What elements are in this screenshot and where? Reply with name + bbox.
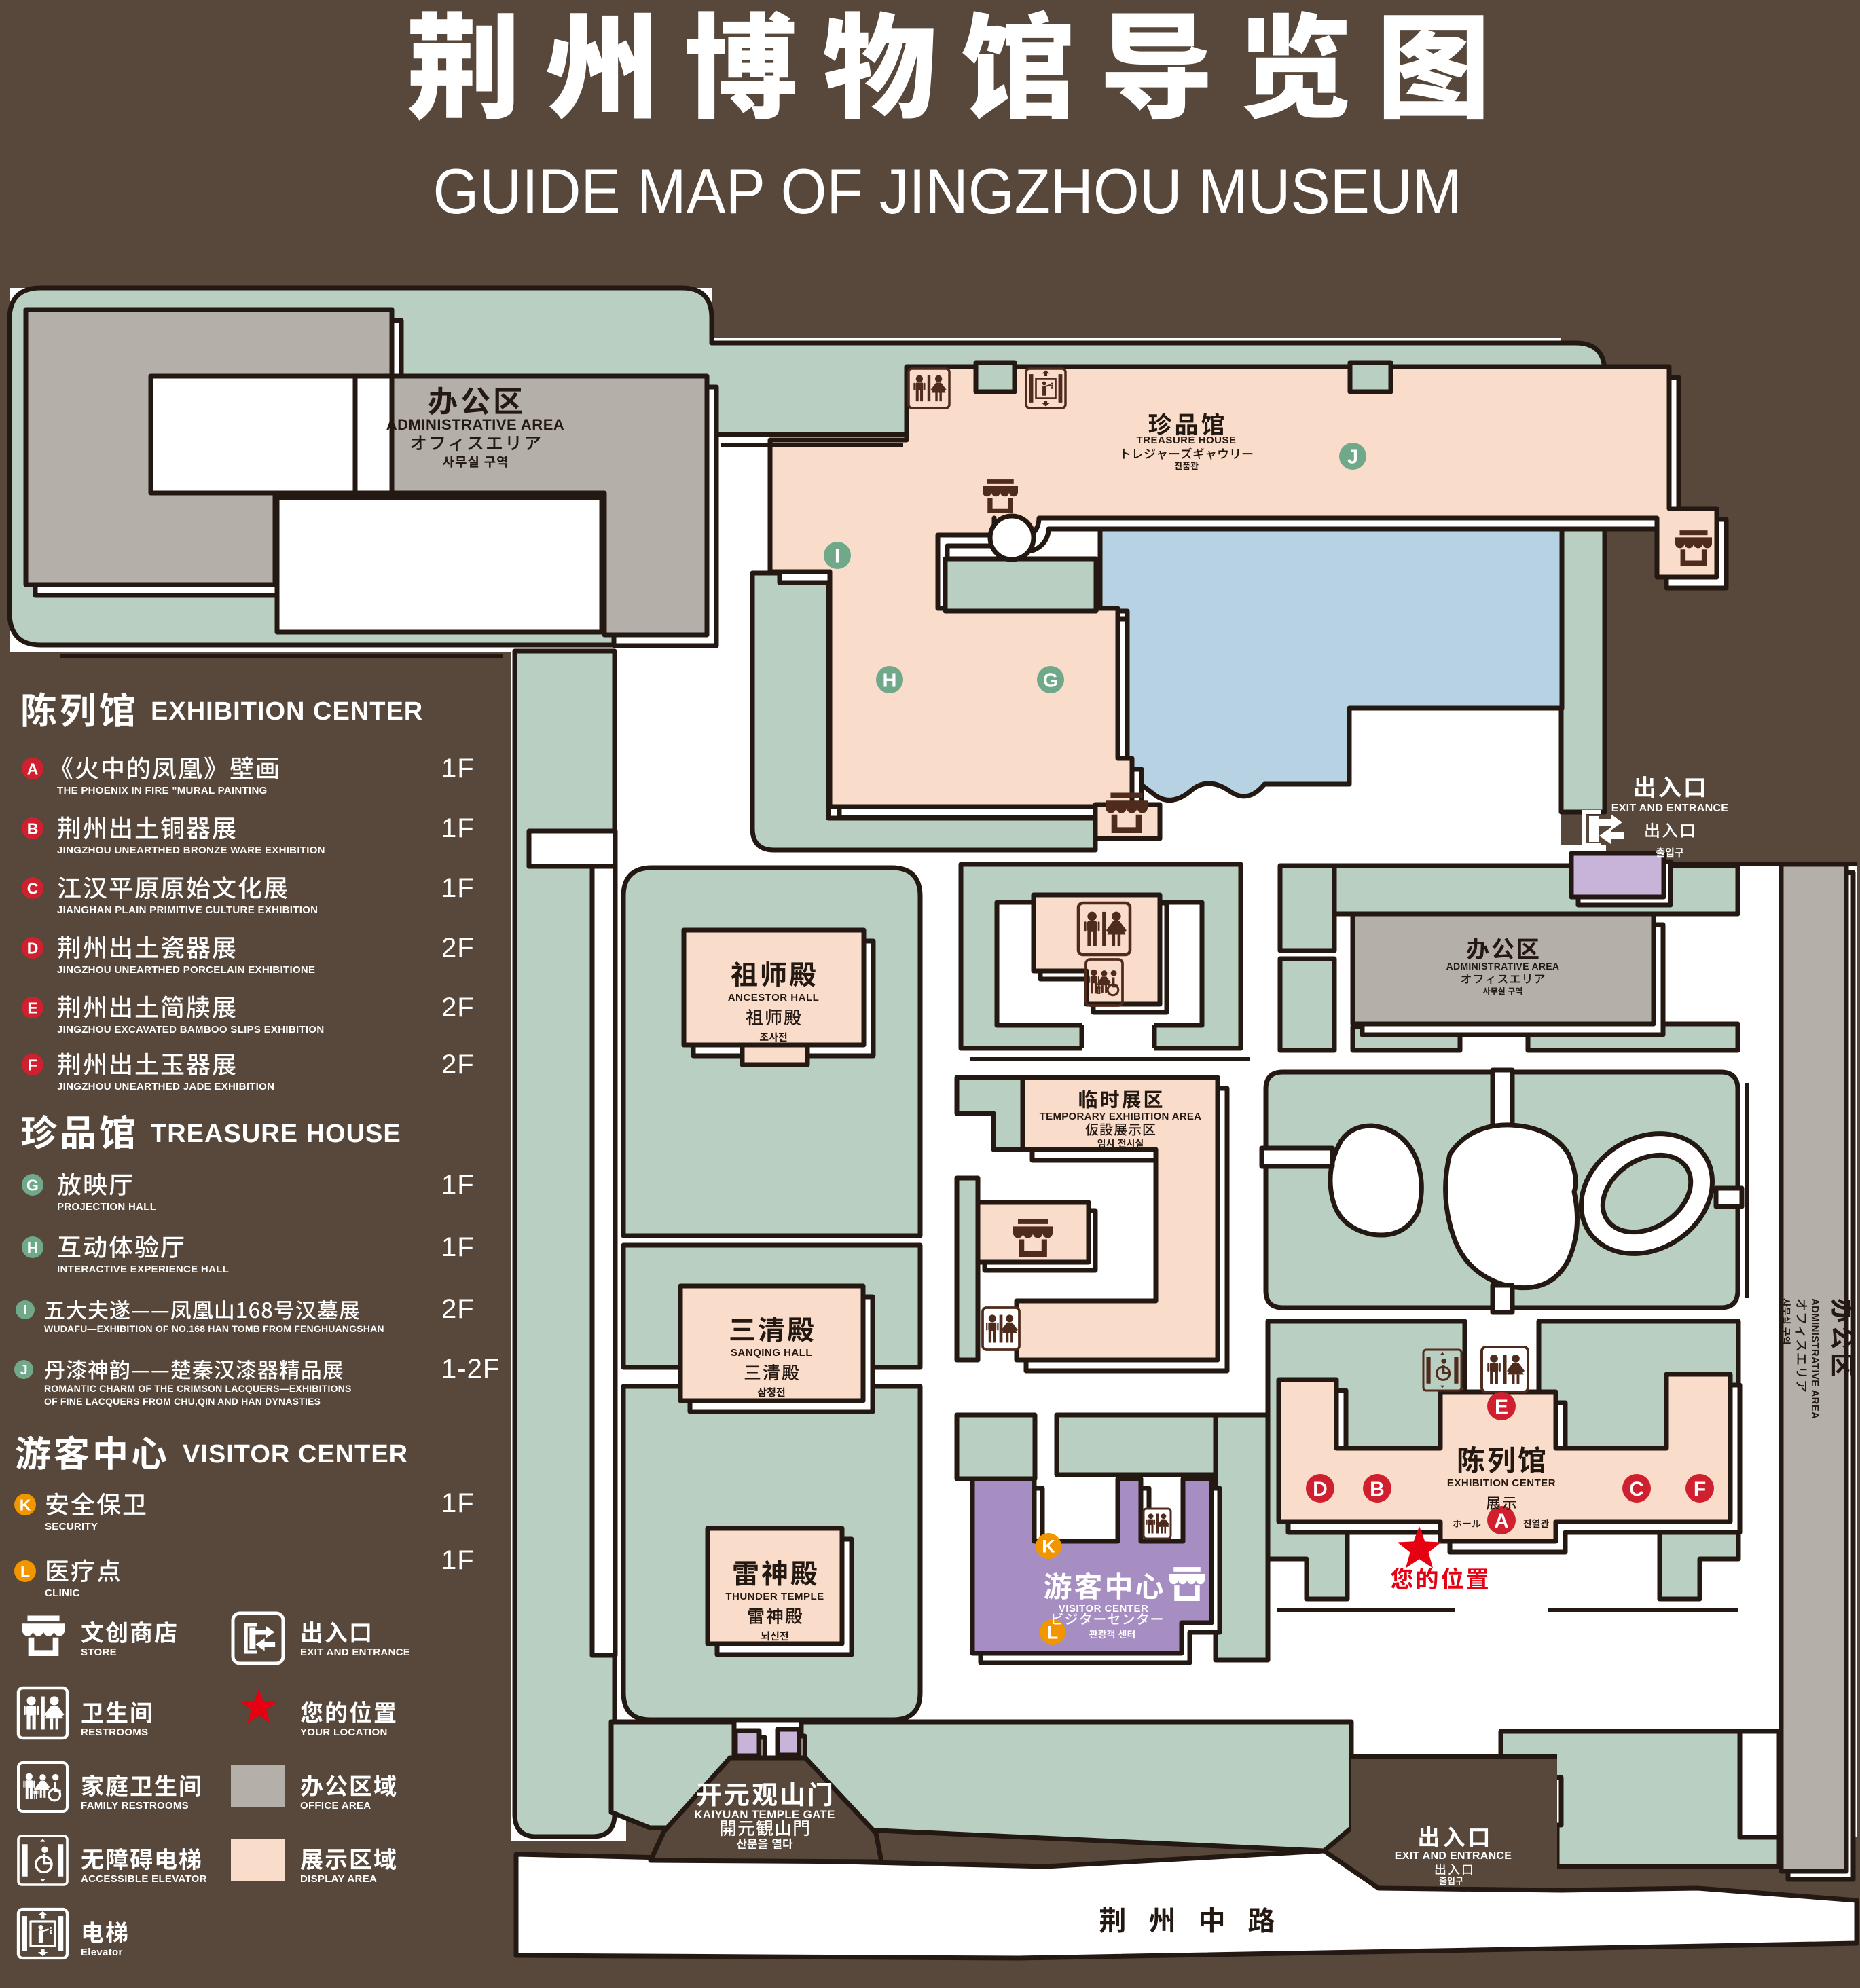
svg-text:CLINIC: CLINIC	[45, 1587, 80, 1599]
svg-text:2F: 2F	[441, 1294, 475, 1324]
svg-text:KAIYUAN TEMPLE GATE: KAIYUAN TEMPLE GATE	[694, 1808, 835, 1821]
svg-text:GUIDE MAP OF JINGZHOU MUSEUM: GUIDE MAP OF JINGZHOU MUSEUM	[433, 155, 1462, 227]
svg-text:B: B	[1370, 1478, 1385, 1501]
svg-text:THE PHOENIX IN FIRE "MURAL PAI: THE PHOENIX IN FIRE "MURAL PAINTING	[57, 785, 268, 796]
svg-text:1F: 1F	[441, 1232, 475, 1262]
svg-text:EXIT AND ENTRANCE: EXIT AND ENTRANCE	[1611, 803, 1729, 814]
svg-text:G: G	[26, 1176, 39, 1194]
svg-text:2F: 2F	[441, 1050, 475, 1080]
svg-text:E: E	[27, 999, 37, 1016]
svg-text:I: I	[835, 545, 840, 567]
svg-text:H: H	[27, 1238, 39, 1256]
svg-text:TREASURE HOUSE: TREASURE HOUSE	[1136, 435, 1236, 446]
svg-text:THUNDER TEMPLE: THUNDER TEMPLE	[725, 1591, 824, 1602]
svg-text:SANQING HALL: SANQING HALL	[731, 1347, 812, 1359]
svg-text:L: L	[1047, 1623, 1059, 1643]
svg-text:JINGZHOU UNEARTHED JADE EXHIBI: JINGZHOU UNEARTHED JADE EXHIBITION	[57, 1081, 274, 1092]
svg-text:TEMPORARY EXHIBITION AREA: TEMPORARY EXHIBITION AREA	[1040, 1111, 1202, 1122]
svg-text:EXHIBITION CENTER: EXHIBITION CENTER	[1447, 1477, 1556, 1489]
svg-text:ADMINISTRATIVE AREA: ADMINISTRATIVE AREA	[386, 416, 565, 433]
svg-text:J: J	[1347, 446, 1358, 468]
svg-text:PROJECTION HALL: PROJECTION HALL	[57, 1201, 156, 1213]
svg-text:OFFICE AREA: OFFICE AREA	[300, 1800, 371, 1811]
svg-text:Elevator: Elevator	[81, 1947, 123, 1958]
svg-text:YOUR LOCATION: YOUR LOCATION	[300, 1727, 388, 1738]
svg-text:I: I	[23, 1303, 27, 1318]
svg-text:D: D	[27, 939, 39, 957]
svg-text:RESTROOMS: RESTROOMS	[81, 1727, 148, 1738]
svg-text:1F: 1F	[441, 1170, 475, 1200]
svg-text:B: B	[27, 820, 39, 837]
svg-text:E: E	[1495, 1396, 1508, 1418]
svg-text:EXIT AND ENTRANCE: EXIT AND ENTRANCE	[300, 1646, 410, 1658]
svg-text:C: C	[27, 879, 39, 897]
svg-text:K: K	[1042, 1536, 1055, 1557]
svg-text:JINGZHOU UNEARTHED BRONZE WARE: JINGZHOU UNEARTHED BRONZE WARE EXHIBITIO…	[57, 845, 325, 856]
svg-text:JINGZHOU EXCAVATED BAMBOO SLIP: JINGZHOU EXCAVATED BAMBOO SLIPS EXHIBITI…	[57, 1024, 324, 1035]
svg-text:2F: 2F	[441, 933, 475, 963]
svg-text:EXIT AND ENTRANCE: EXIT AND ENTRANCE	[1395, 1850, 1512, 1862]
svg-text:D: D	[1313, 1478, 1328, 1501]
svg-text:ANCESTOR HALL: ANCESTOR HALL	[728, 992, 820, 1004]
svg-text:2F: 2F	[441, 993, 475, 1023]
svg-text:K: K	[20, 1496, 31, 1513]
svg-text:DISPLAY AREA: DISPLAY AREA	[300, 1873, 377, 1885]
svg-text:H: H	[883, 669, 897, 691]
svg-text:WUDAFU—EXHIBITION OF NO.168 HA: WUDAFU—EXHIBITION OF NO.168 HAN TOMB FRO…	[44, 1323, 384, 1334]
svg-text:1F: 1F	[441, 1488, 475, 1518]
svg-text:OF FINE LACQUERS FROM CHU,QIN: OF FINE LACQUERS FROM CHU,QIN AND HAN DY…	[44, 1396, 321, 1407]
svg-text:SECURITY: SECURITY	[45, 1521, 98, 1532]
svg-text:VISITOR CENTER: VISITOR CENTER	[183, 1440, 408, 1469]
svg-text:ACCESSIBLE ELEVATOR: ACCESSIBLE ELEVATOR	[81, 1873, 207, 1885]
svg-text:G: G	[1043, 669, 1059, 691]
svg-text:ROMANTIC CHARM OF THE CRIMSON: ROMANTIC CHARM OF THE CRIMSON LACQUERS—E…	[44, 1383, 352, 1394]
svg-text:1-2F: 1-2F	[441, 1354, 500, 1384]
svg-text:C: C	[1629, 1478, 1644, 1501]
svg-text:1F: 1F	[441, 813, 475, 843]
svg-text:1F: 1F	[441, 754, 475, 784]
svg-text:EXHIBITION CENTER: EXHIBITION CENTER	[151, 697, 423, 726]
svg-text:1F: 1F	[441, 873, 475, 903]
svg-text:FAMILY RESTROOMS: FAMILY RESTROOMS	[81, 1800, 189, 1811]
svg-text:J: J	[20, 1363, 27, 1378]
svg-text:F: F	[1694, 1478, 1706, 1501]
svg-text:JINGZHOU UNEARTHED PORCELAIN E: JINGZHOU UNEARTHED PORCELAIN EXHIBITIONE	[57, 964, 315, 976]
svg-text:STORE: STORE	[81, 1646, 117, 1658]
svg-text:L: L	[20, 1562, 30, 1580]
svg-text:ADMINISTRATIVE AREA: ADMINISTRATIVE AREA	[1809, 1298, 1821, 1419]
svg-text:JIANGHAN PLAIN PRIMITIVE CULTU: JIANGHAN PLAIN PRIMITIVE CULTURE EXHIBIT…	[57, 904, 318, 916]
svg-text:1F: 1F	[441, 1545, 475, 1575]
svg-text:F: F	[28, 1056, 37, 1073]
svg-text:VISITOR CENTER: VISITOR CENTER	[1059, 1603, 1149, 1615]
svg-text:A: A	[1494, 1510, 1509, 1532]
svg-text:TREASURE HOUSE: TREASURE HOUSE	[151, 1120, 401, 1148]
svg-text:A: A	[27, 760, 39, 777]
svg-text:INTERACTIVE EXPERIENCE HALL: INTERACTIVE EXPERIENCE HALL	[57, 1264, 229, 1275]
svg-text:ADMINISTRATIVE AREA: ADMINISTRATIVE AREA	[1446, 961, 1560, 972]
